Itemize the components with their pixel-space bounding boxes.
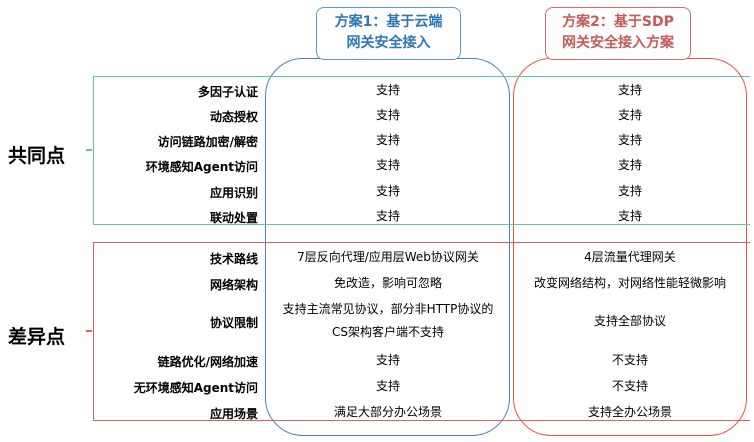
feature-label: 应用场景 bbox=[209, 407, 258, 421]
plan1-cell: 支持 bbox=[375, 209, 400, 223]
same-group-bracket-tip bbox=[86, 149, 92, 151]
feature-label: 网络架构 bbox=[209, 278, 258, 292]
plan1-cell: 支持 bbox=[375, 379, 400, 393]
diff-group-label: 差异点 bbox=[8, 326, 66, 348]
plan2-cell: 不支持 bbox=[611, 379, 648, 393]
plan1-cell: 支持 bbox=[375, 133, 400, 147]
feature-label: 应用识别 bbox=[209, 186, 258, 200]
plan1-cell: 支持 bbox=[375, 108, 400, 122]
plan1-cell: 7层反向代理/应用层Web协议网关 bbox=[297, 250, 479, 264]
plan2-cell: 支持全办公场景 bbox=[587, 405, 672, 419]
plan2-cell: 改变网络结构，对网络性能轻微影响 bbox=[533, 276, 726, 290]
plan1-title-line2: 网关安全接入 bbox=[346, 35, 431, 51]
feature-label: 环境感知Agent访问 bbox=[145, 160, 258, 174]
plan1-cell: 支持 bbox=[375, 83, 400, 97]
feature-label: 多因子认证 bbox=[197, 85, 258, 99]
feature-label: 协议限制 bbox=[209, 316, 258, 330]
plan1-title-line1: 方案1：基于云端 bbox=[334, 14, 443, 30]
plan2-cell: 4层流量代理网关 bbox=[584, 250, 676, 264]
feature-label: 访问链路加密/解密 bbox=[157, 135, 258, 149]
plan2-cell: 不支持 bbox=[611, 353, 648, 367]
plan1-cell-line2: CS架构客户端不支持 bbox=[332, 325, 444, 339]
plan1-title: 方案1：基于云端 网关安全接入 bbox=[316, 7, 461, 60]
plan1-cell: 支持 bbox=[375, 353, 400, 367]
feature-label: 动态授权 bbox=[209, 110, 258, 124]
plan1-cell: 免改造，影响可忽略 bbox=[333, 276, 442, 290]
feature-label: 无环境感知Agent访问 bbox=[133, 381, 258, 395]
plan1-cell-line1: 支持主流常见协议，部分非HTTP协议的 bbox=[282, 302, 494, 316]
plan1-cell: 支持 bbox=[375, 184, 400, 198]
plan2-cell: 支持 bbox=[617, 158, 642, 172]
plan2-cell: 支持 bbox=[617, 184, 642, 198]
plan1-cell: 支持 bbox=[375, 158, 400, 172]
diff-group-bracket-tip bbox=[86, 330, 92, 332]
feature-label: 技术路线 bbox=[209, 252, 258, 266]
plan1-cell: 满足大部分办公场景 bbox=[333, 405, 442, 419]
feature-label: 链路优化/网络加速 bbox=[157, 355, 258, 369]
diff-group-bracket bbox=[93, 242, 750, 421]
feature-label: 联动处置 bbox=[209, 211, 258, 225]
same-group-label: 共同点 bbox=[8, 145, 66, 167]
plan2-cell: 支持全部协议 bbox=[593, 314, 666, 328]
plan2-cell: 支持 bbox=[617, 209, 642, 223]
plan2-cell: 支持 bbox=[617, 83, 642, 97]
plan2-title-line2: 网关安全接入方案 bbox=[562, 35, 674, 51]
plan2-cell: 支持 bbox=[617, 108, 642, 122]
plan2-title: 方案2：基于SDP 网关安全接入方案 bbox=[545, 7, 691, 60]
same-group-bracket bbox=[93, 76, 750, 225]
plan2-cell: 支持 bbox=[617, 133, 642, 147]
plan2-title-line1: 方案2：基于SDP bbox=[562, 14, 674, 30]
